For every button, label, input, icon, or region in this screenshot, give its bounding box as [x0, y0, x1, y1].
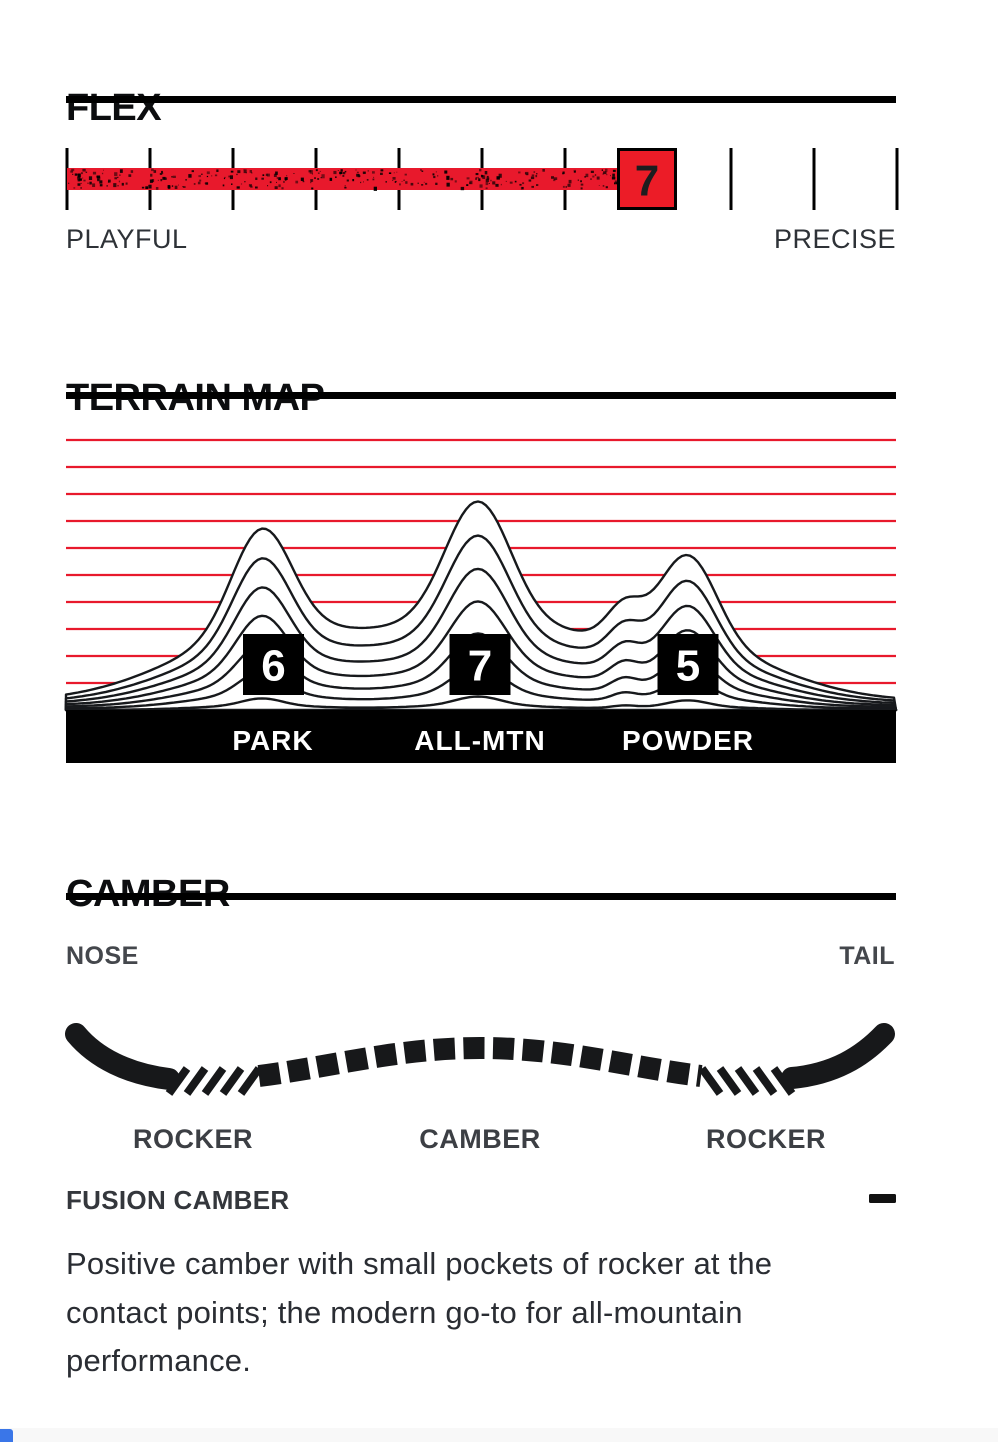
flex-scale-svg: 7: [65, 148, 899, 210]
terrain-score-value: 6: [261, 642, 285, 691]
zone-label-rocker-left: ROCKER: [132, 1124, 253, 1154]
terrain-title-rule: [66, 392, 896, 399]
camber-profile-svg: [65, 1023, 895, 1096]
chat-widget-fragment[interactable]: [0, 1429, 13, 1442]
terrain-score-badge: [243, 634, 304, 695]
zone-label-rocker-right: ROCKER: [705, 1124, 826, 1154]
tail-curve: [781, 1023, 895, 1089]
terrain-category-label: ALL-MTN: [414, 725, 545, 756]
zone-label-camber: CAMBER: [419, 1124, 541, 1154]
terrain-score-badge: [657, 634, 719, 695]
flex-bar-texture: [68, 168, 619, 191]
camber-tail-label: TAIL: [839, 942, 895, 970]
camber-description-line: Positive camber with small pockets of ro…: [66, 1246, 773, 1281]
flex-section-title: FLEX: [66, 86, 162, 129]
camber-nose-label: NOSE: [66, 942, 139, 970]
camber-description: Positive camber with small pockets of ro…: [66, 1240, 946, 1386]
minus-icon[interactable]: [869, 1194, 896, 1203]
terrain-contour-path: [64, 695, 898, 712]
terrain-base-bar: [66, 710, 896, 763]
flex-value-marker: [617, 148, 677, 210]
flex-title-rule: [66, 96, 896, 103]
nose-curve: [65, 1023, 180, 1090]
rocker-hatch-left-icon: [165, 1066, 263, 1096]
terrain-score-badge: [449, 634, 511, 695]
camber-title-rule: [66, 893, 896, 900]
next-section-edge: [0, 1428, 998, 1442]
flex-value-text: 7: [635, 157, 659, 206]
terrain-score-value: 5: [676, 642, 700, 691]
flex-min-label: PLAYFUL: [66, 224, 188, 254]
terrain-category-labels: PARK ALL-MTN POWDER: [232, 725, 754, 756]
camber-profile-name[interactable]: FUSION CAMBER: [66, 1185, 290, 1215]
terrain-category-label: POWDER: [622, 725, 754, 756]
camber-description-line: contact points; the modern go-to for all…: [66, 1294, 743, 1330]
rocker-hatch-right-icon: [698, 1066, 796, 1096]
terrain-map-svg: 6 7 5 PARK ALL-MTN POWDER: [64, 438, 898, 763]
terrain-score-badges: 6 7 5: [243, 634, 719, 695]
camber-description-line: performance.: [66, 1343, 252, 1378]
terrain-score-value: 7: [468, 642, 492, 691]
terrain-category-label: PARK: [232, 725, 313, 756]
camber-dashed-arc: [257, 1036, 703, 1087]
flex-max-label: PRECISE: [773, 224, 896, 254]
